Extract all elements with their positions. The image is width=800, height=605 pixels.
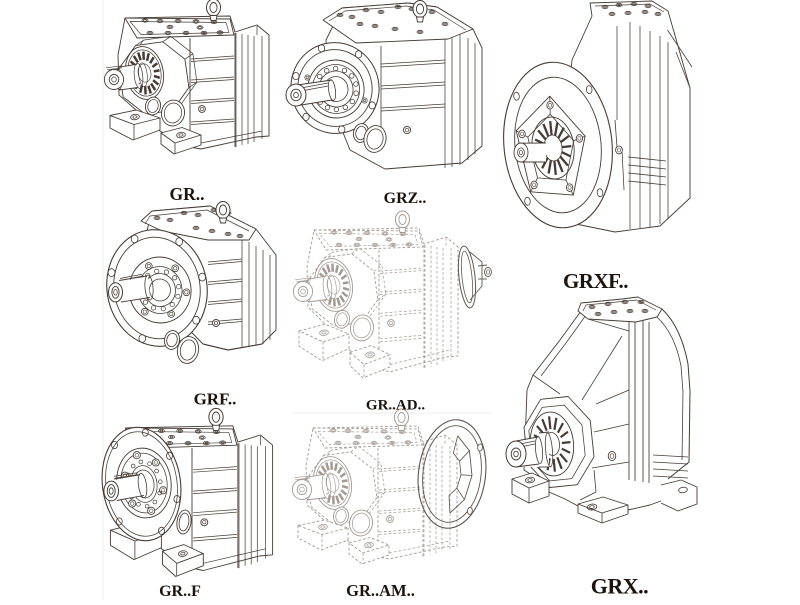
svg-text:GR..AD..: GR..AD.. [366,398,425,414]
svg-text:GR..AM..: GR..AM.. [346,581,415,600]
svg-text:GRZ..: GRZ.. [384,190,427,207]
svg-text:GRF..: GRF.. [194,390,237,409]
svg-text:GRX..: GRX.. [591,574,648,599]
svg-text:GR..F: GR..F [159,583,201,600]
svg-text:GRXF..: GRXF.. [563,269,628,293]
svg-text:GR..: GR.. [170,184,205,204]
